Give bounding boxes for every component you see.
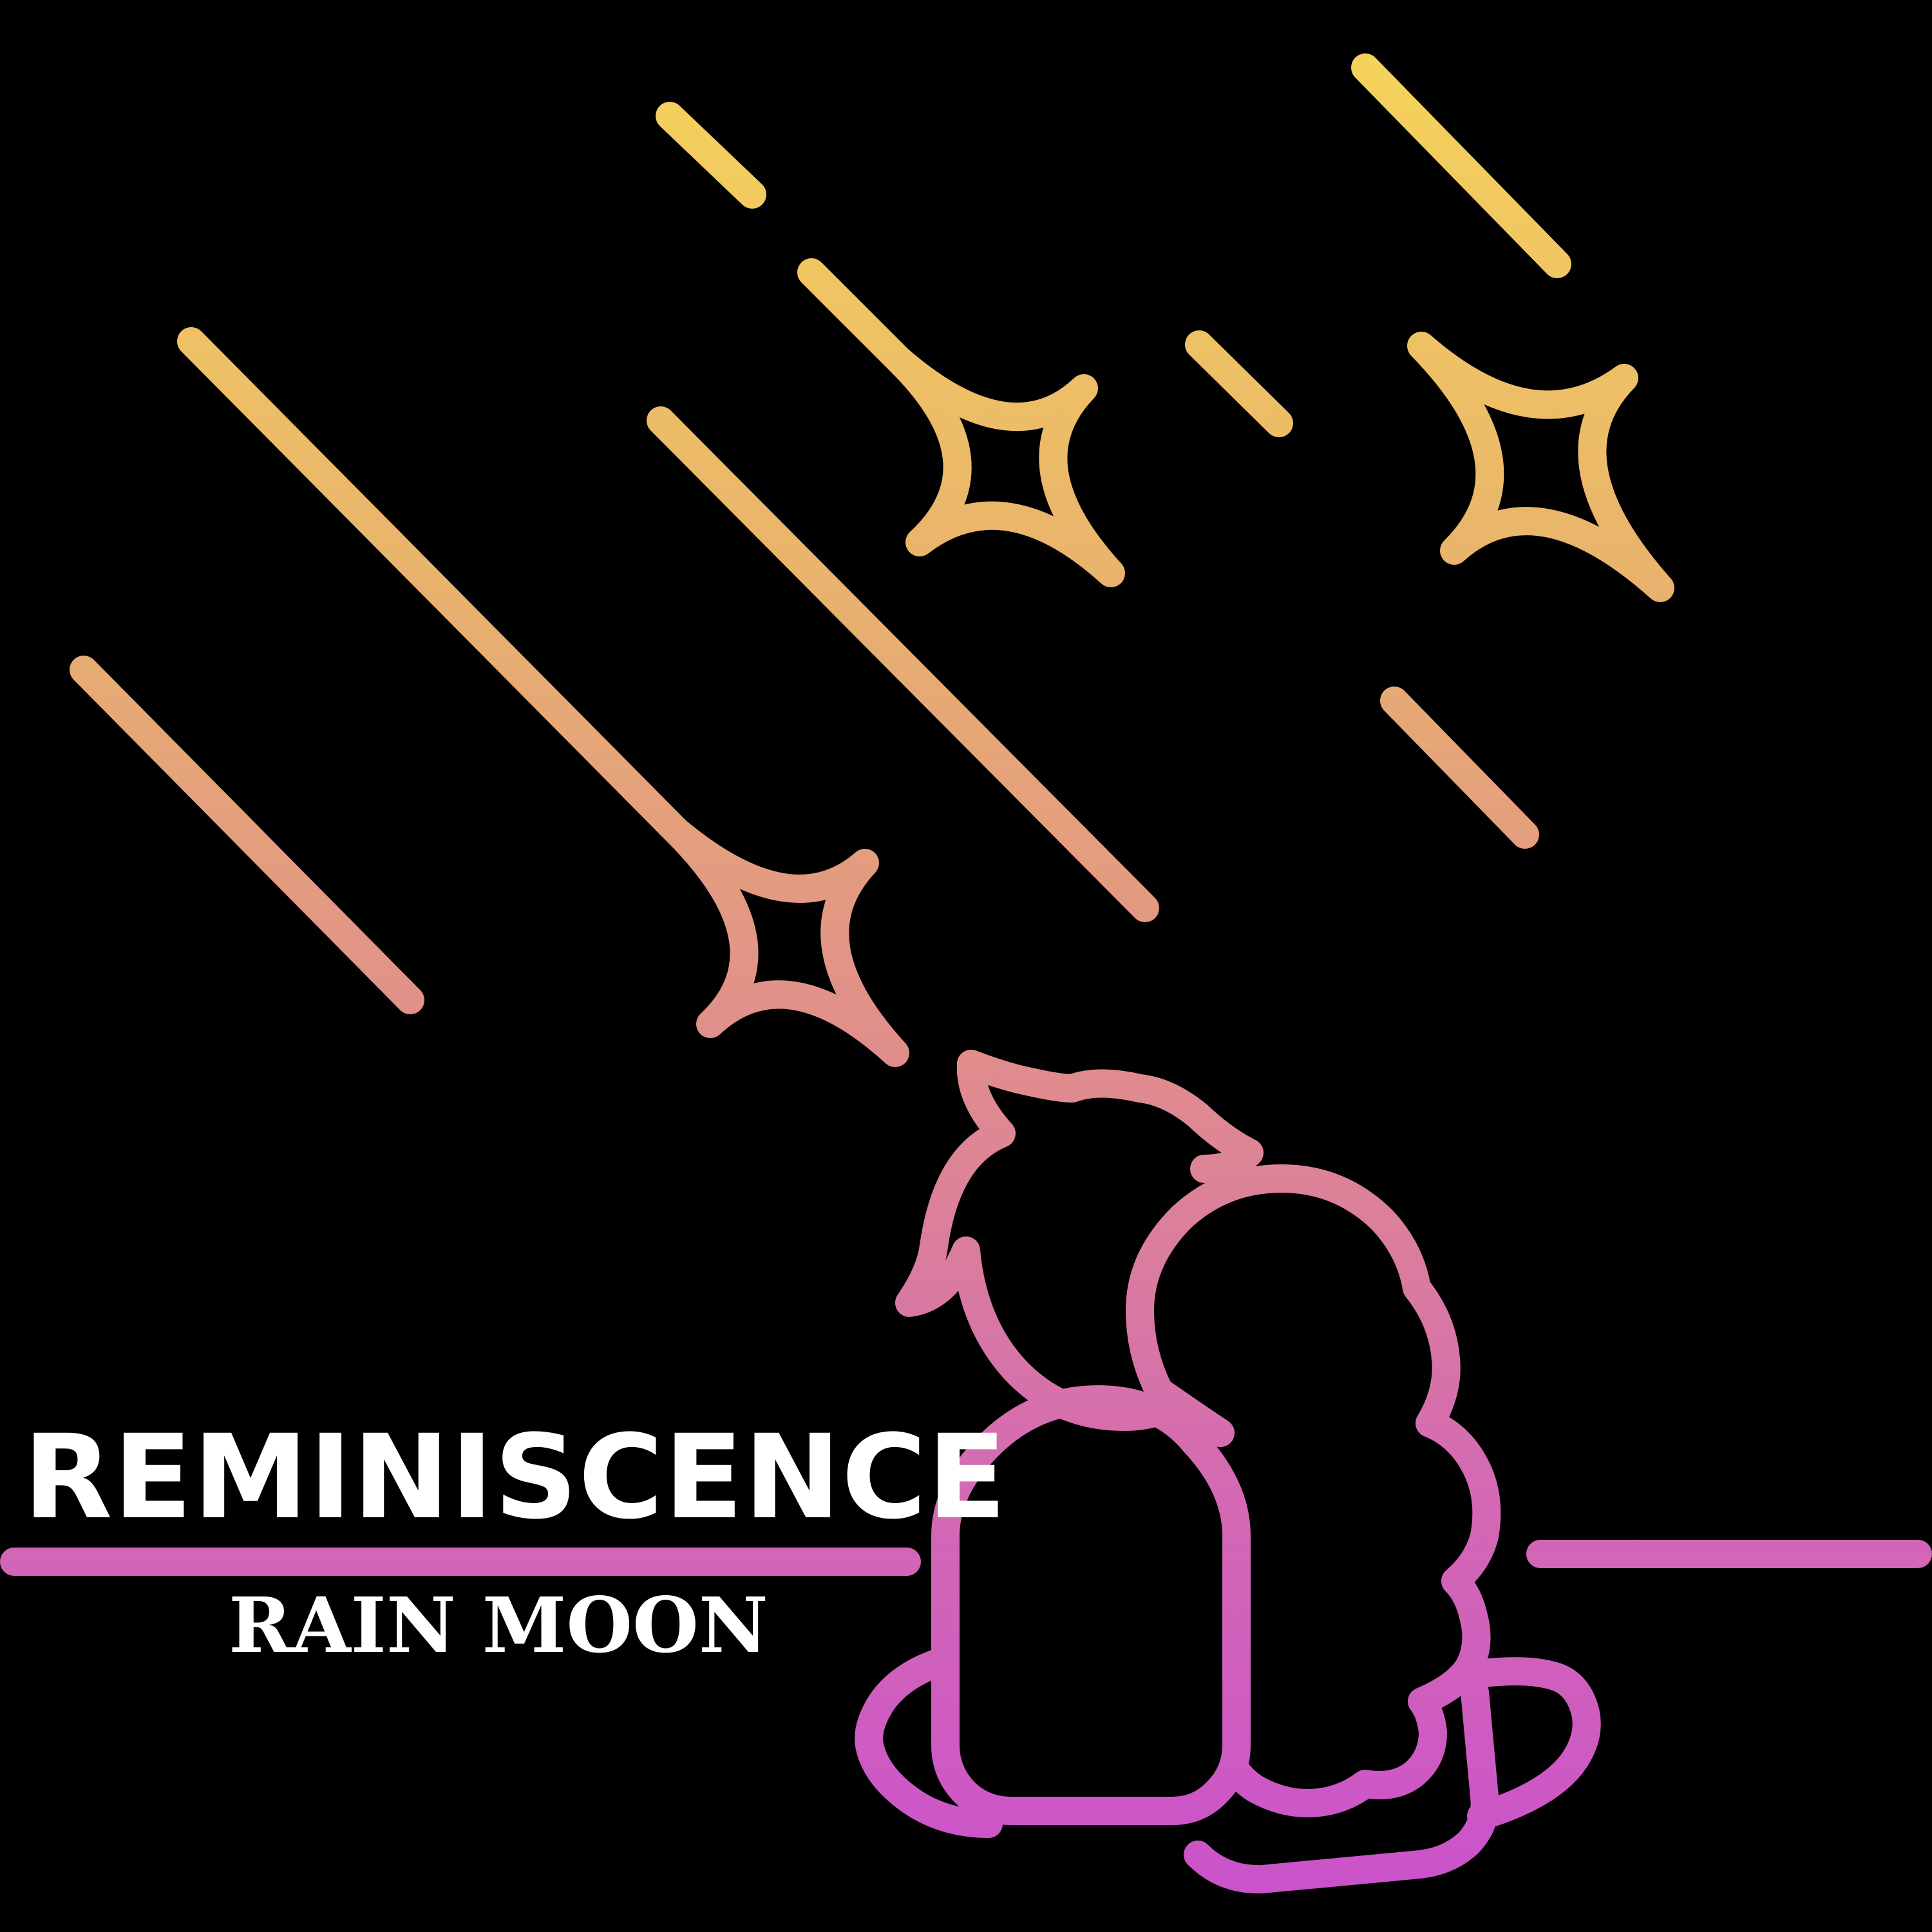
star-streak bbox=[647, 406, 1159, 922]
shooting-star-icon bbox=[797, 258, 1125, 587]
star-streak bbox=[70, 656, 424, 1014]
star-streak bbox=[1185, 330, 1293, 437]
star-streak bbox=[656, 102, 766, 209]
shooting-star-icon bbox=[177, 327, 909, 1067]
artist-name: RAIN MOON bbox=[229, 1580, 768, 1670]
sparkle-icon bbox=[1407, 332, 1674, 602]
album-title: REMINISCENCE bbox=[23, 1410, 1007, 1545]
two-people-sitting-icon bbox=[855, 1050, 1601, 1894]
star-streak bbox=[1380, 687, 1539, 849]
star-streak bbox=[1351, 53, 1571, 278]
